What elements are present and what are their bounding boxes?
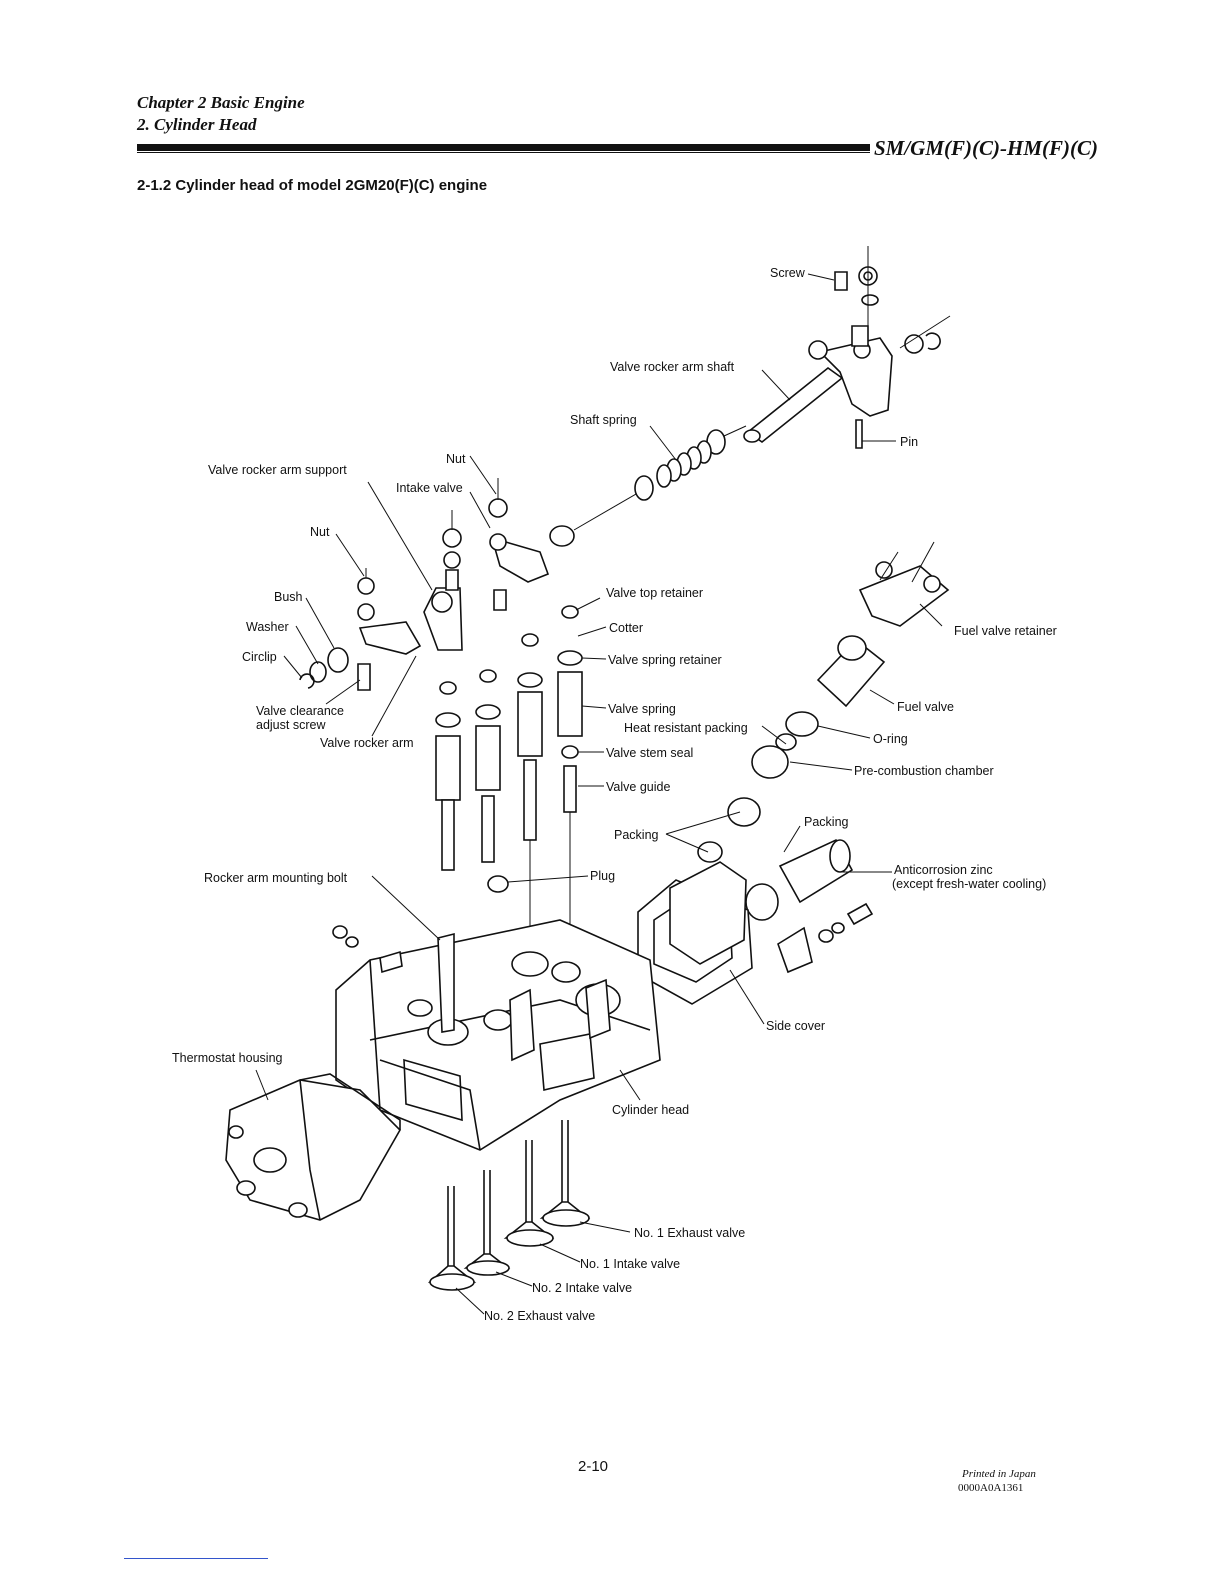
label-heat-resistant-packing: Heat resistant packing [624, 721, 748, 735]
label-adjust-screw: adjust screw [256, 718, 326, 732]
label-fuel-valve-retainer: Fuel valve retainer [954, 624, 1057, 638]
label-valve-rocker-arm-support: Valve rocker arm support [208, 463, 347, 477]
document-code: 0000A0A1361 [958, 1482, 1024, 1494]
label-screw: Screw [770, 266, 805, 280]
label-valve-top-retainer: Valve top retainer [606, 586, 704, 600]
header-rule [137, 144, 870, 151]
label-side-cover: Side cover [766, 1019, 826, 1033]
label-pin: Pin [900, 435, 919, 449]
diagram-title: 2-1.2 Cylinder head of model 2GM20(F)(C)… [137, 177, 488, 194]
label-anticorrosion-zinc: Anticorrosion zinc [894, 863, 993, 877]
thermostat-housing-part [225, 1073, 401, 1221]
label-valve-rocker-arm-shaft: Valve rocker arm shaft [610, 360, 735, 374]
label-packing-right: Packing [804, 815, 849, 829]
footnote-rule [124, 1558, 268, 1559]
label-packing-left: Packing [614, 828, 659, 842]
cylinder-head-block [332, 875, 661, 1151]
label-no2-exhaust-valve: No. 2 Exhaust valve [484, 1309, 596, 1323]
label-except-fresh-water-cooling: (except fresh-water cooling) [892, 877, 1047, 891]
leader-lines [255, 273, 943, 1315]
label-washer: Washer [246, 620, 289, 634]
label-valve-guide: Valve guide [606, 780, 671, 794]
label-nut-upper: Nut [446, 452, 466, 466]
header-rule-thin [137, 152, 870, 153]
chapter-title: Chapter 2 Basic Engine [137, 93, 305, 112]
label-valve-spring: Valve spring [608, 702, 676, 716]
label-plug: Plug [590, 869, 616, 883]
valves [427, 1120, 591, 1291]
shaft-spring [549, 425, 747, 547]
label-circlip: Circlip [242, 650, 277, 664]
label-cotter: Cotter [609, 621, 644, 635]
model-code: SM/GM(F)(C)-HM(F)(C) [874, 136, 1098, 160]
printed-in-japan: Printed in Japan [962, 1468, 1036, 1480]
label-cylinder-head: Cylinder head [612, 1103, 690, 1117]
rocker-arms [299, 478, 550, 691]
valve-springs [435, 605, 583, 960]
label-no2-intake-valve: No. 2 Intake valve [532, 1281, 633, 1295]
label-o-ring: O-ring [873, 732, 908, 746]
rocker-shaft-assembly [743, 246, 951, 449]
label-no1-exhaust-valve: No. 1 Exhaust valve [634, 1226, 746, 1240]
label-intake-valve: Intake valve [396, 481, 463, 495]
label-rocker-arm-mounting-bolt: Rocker arm mounting bolt [204, 871, 348, 885]
zinc-and-side-cover [637, 838, 874, 1005]
label-fuel-valve: Fuel valve [897, 700, 954, 714]
section-heading: 2. Cylinder Head [137, 115, 257, 134]
label-nut-left: Nut [310, 525, 330, 539]
page-number: 2-10 [578, 1458, 609, 1475]
label-valve-rocker-arm: Valve rocker arm [320, 736, 414, 750]
label-valve-clearance: Valve clearance [256, 704, 345, 718]
label-shaft-spring: Shaft spring [570, 413, 637, 427]
label-no1-intake-valve: No. 1 Intake valve [580, 1257, 681, 1271]
label-thermostat-housing: Thermostat housing [172, 1051, 283, 1065]
label-bush: Bush [274, 590, 303, 604]
label-valve-spring-retainer: Valve spring retainer [608, 653, 722, 667]
label-valve-stem-seal: Valve stem seal [606, 746, 694, 760]
label-pre-combustion-chamber: Pre-combustion chamber [854, 764, 994, 778]
